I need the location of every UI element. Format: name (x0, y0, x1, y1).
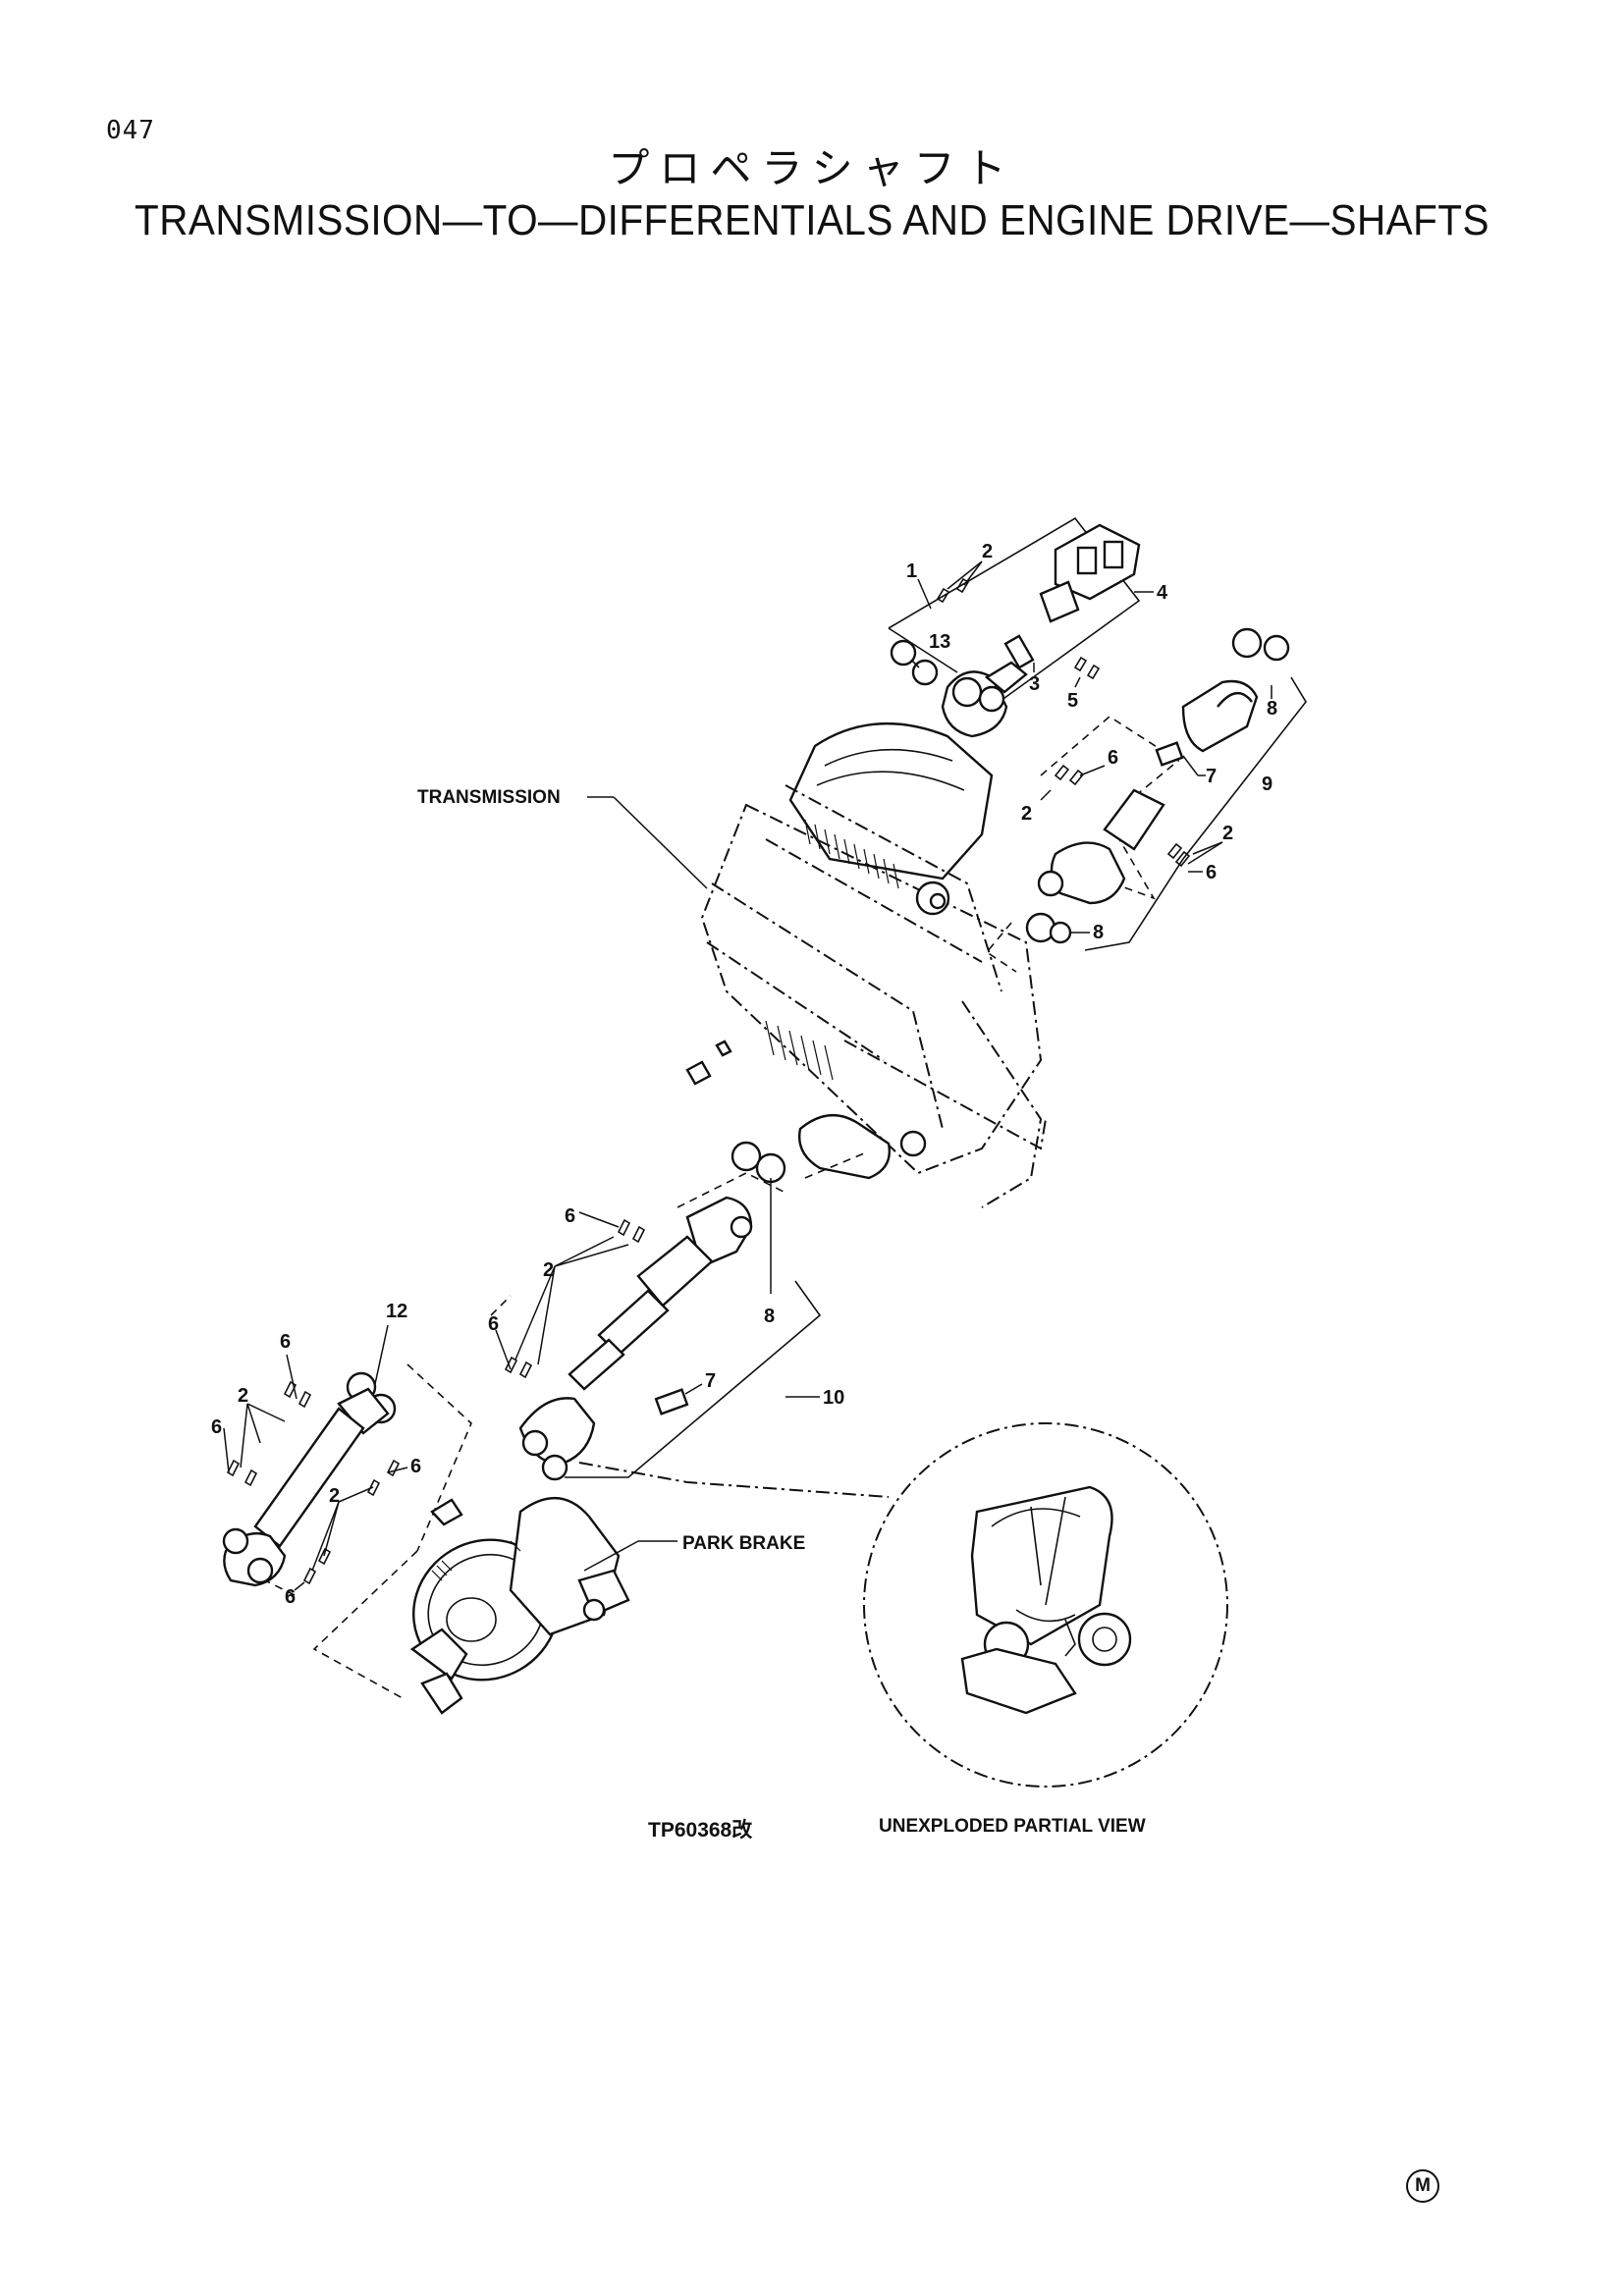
title-japanese: プロペラシャフト (608, 144, 1016, 192)
callout-8-lower: 8 (1093, 922, 1104, 943)
callout-6-mid-left: 6 (488, 1313, 499, 1335)
callout-2-right: 2 (1222, 823, 1233, 844)
transmission-body (685, 722, 1047, 1208)
callout-6-left: 6 (211, 1416, 222, 1438)
callout-5: 5 (1067, 690, 1078, 712)
callout-9: 9 (1262, 774, 1272, 795)
title-english: TRANSMISSION—TO—DIFFERENTIALS AND ENGINE… (135, 196, 1489, 244)
engine-drive-shaft (985, 627, 1307, 973)
callout-2-left: 2 (238, 1385, 248, 1407)
callout-6-left-bottom: 6 (285, 1586, 296, 1608)
callout-2-mid: 2 (543, 1259, 554, 1281)
callout-6-left-mid: 6 (410, 1456, 421, 1477)
callout-6-right: 6 (1108, 747, 1118, 769)
label-transmission: TRANSMISSION (417, 787, 561, 808)
figure-reference: TP60368改 (648, 1819, 753, 1842)
callout-2-left-low: 2 (329, 1485, 340, 1507)
front-differential-shaft (222, 1324, 472, 1699)
callout-7-right: 7 (1206, 766, 1217, 787)
callout-8-top: 8 (1267, 698, 1277, 720)
callout-6-left-top: 6 (280, 1331, 291, 1353)
inset-caption: UNEXPLODED PARTIAL VIEW (879, 1816, 1146, 1837)
callout-4: 4 (1157, 582, 1168, 604)
callout-2: 2 (982, 541, 993, 562)
top-yoke-assembly (888, 516, 1154, 738)
transmission-to-rear-shaft (490, 1141, 865, 1481)
unexploded-partial-view-inset (863, 1422, 1228, 1788)
callout-6-lower-right: 6 (1206, 862, 1217, 883)
callout-12: 12 (386, 1301, 407, 1322)
callout-2-left-of-shaft: 2 (1021, 803, 1032, 825)
callout-13: 13 (929, 631, 950, 653)
callout-6-mid: 6 (565, 1205, 575, 1227)
callout-7-mid: 7 (705, 1370, 716, 1392)
callout-10: 10 (823, 1387, 844, 1409)
callout-1: 1 (906, 561, 917, 582)
callout-3: 3 (1029, 673, 1040, 695)
label-park-brake: PARK BRAKE (682, 1533, 805, 1554)
callout-8-mid: 8 (764, 1306, 775, 1327)
park-brake-assembly (409, 1497, 630, 1715)
page-number: 047 (106, 116, 155, 145)
corner-mark: M (1406, 2169, 1439, 2203)
